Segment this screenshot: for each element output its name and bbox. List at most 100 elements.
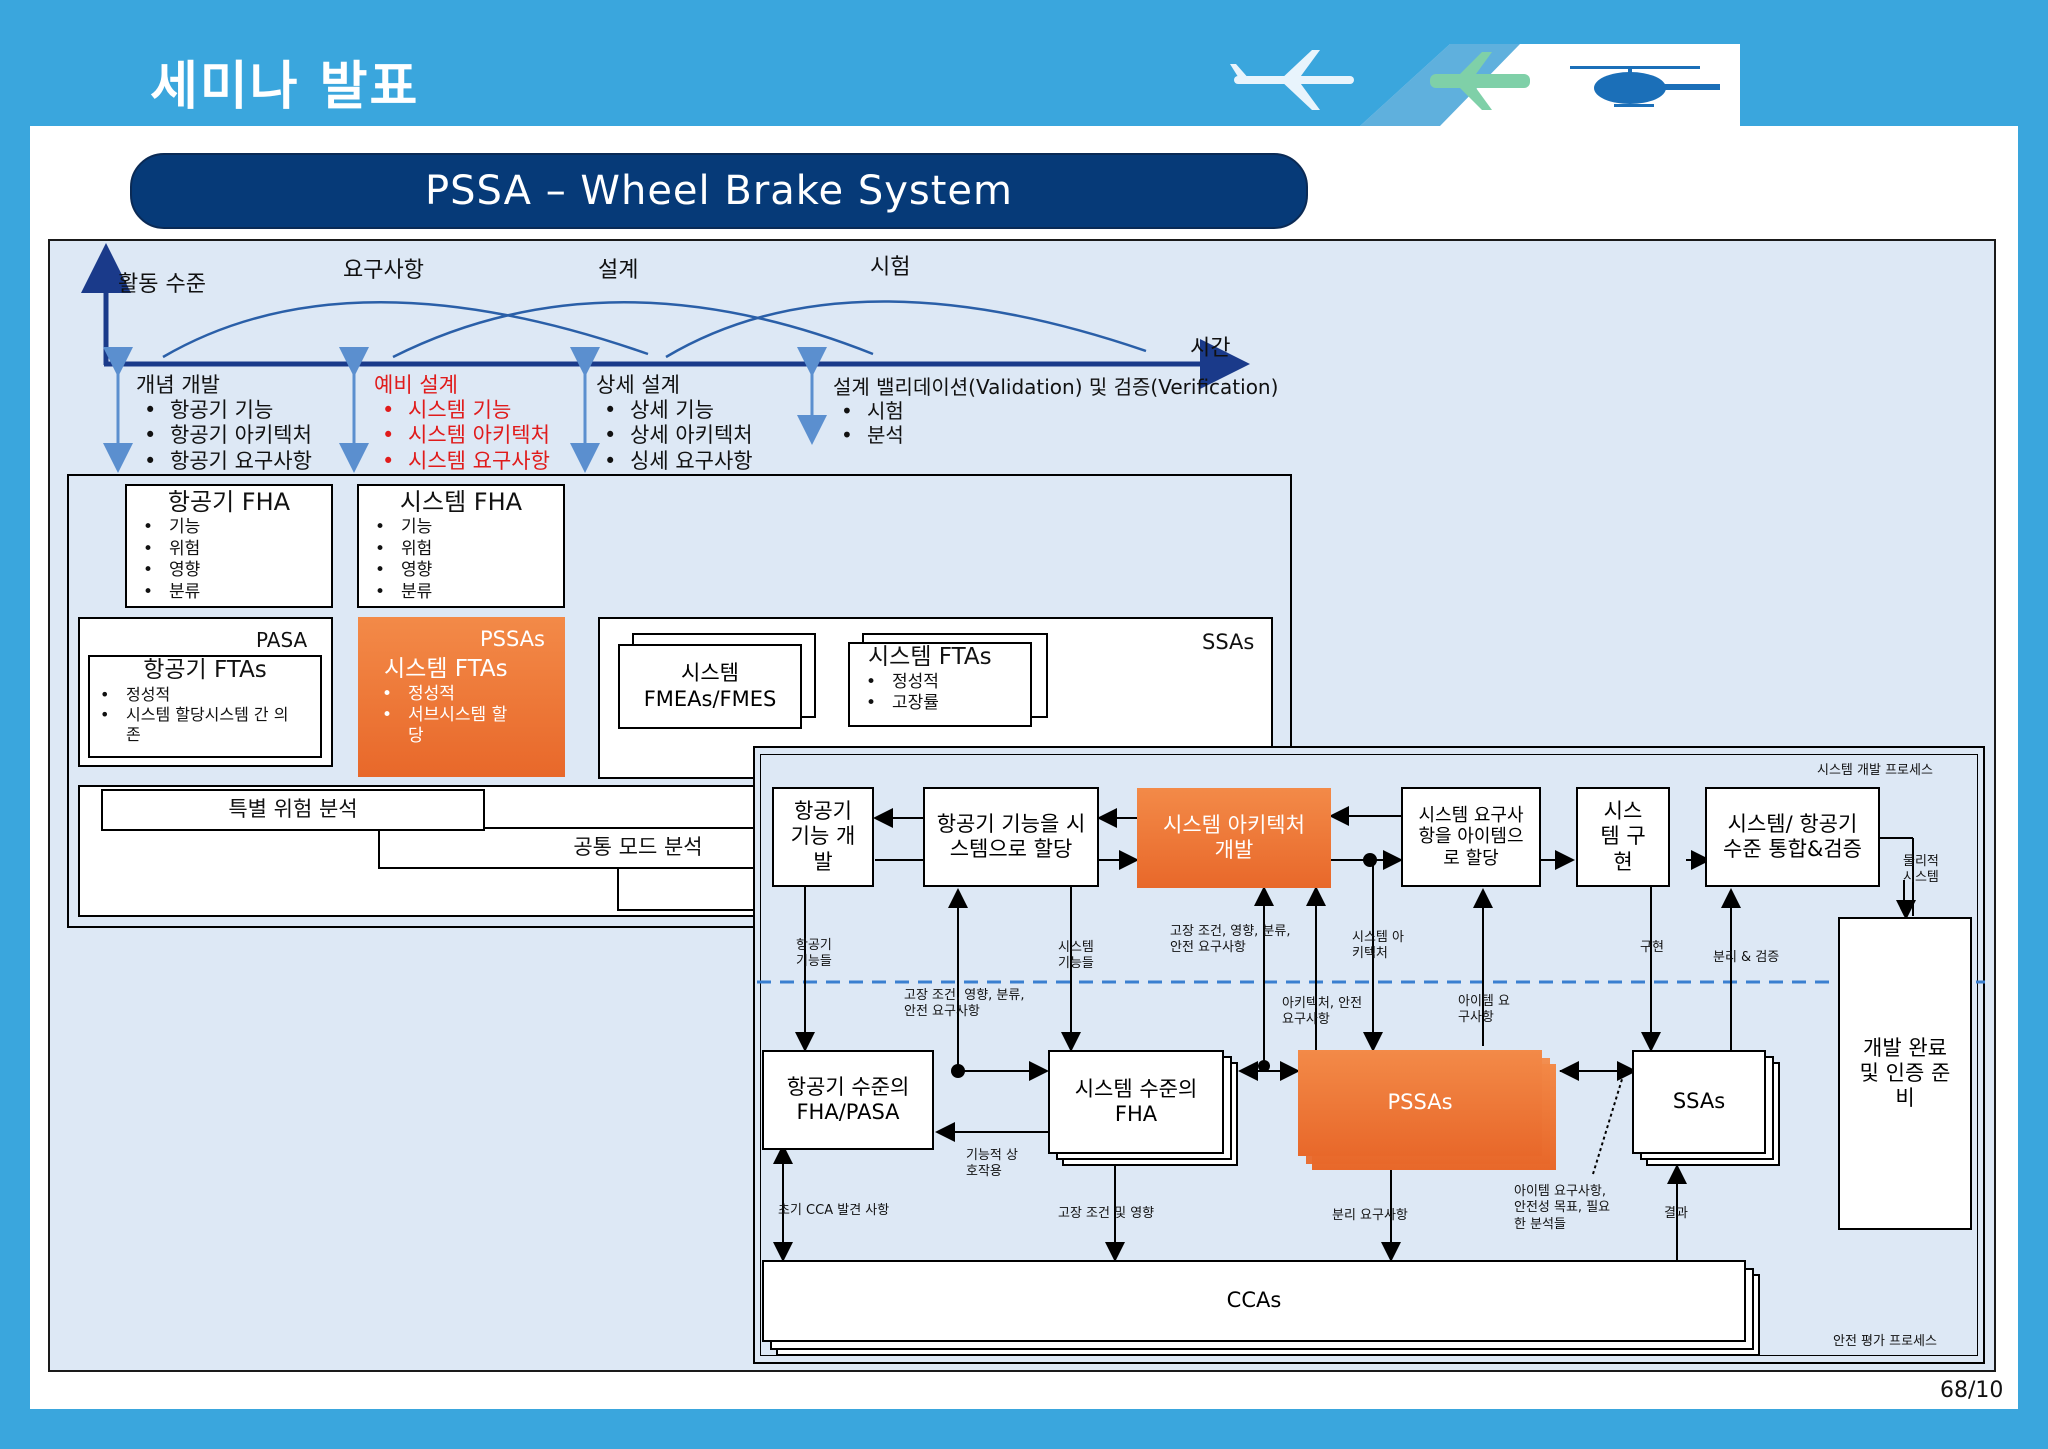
label-failure-effect: 고장 조건 및 영향	[1058, 1206, 1155, 1221]
aircraft-fha-box: 항공기 FHA 기능 위험 영향 분류	[125, 484, 333, 608]
requirements-curve-label: 요구사항	[343, 258, 424, 283]
label-separation-verification: 분리 & 검증	[1713, 950, 1780, 965]
pssas-box: PSSAs 시스템 FTAs 정성적 서브시스템 할당	[358, 617, 565, 777]
pssas-label: PSSAs	[479, 627, 545, 651]
phase-title: 개념 개발	[136, 373, 220, 397]
aircraft-fha-pasa-box: 항공기 수준의 FHA/PASA	[762, 1050, 934, 1150]
design-curve-label: 설계	[598, 258, 639, 283]
fha-item: 위험	[367, 539, 563, 561]
y-axis-label: 활동 수준	[118, 272, 206, 297]
page-number: 68/10	[1940, 1378, 2004, 1403]
special-hazard-box: 특별 위험 분석	[101, 789, 485, 831]
junction-dot	[1363, 853, 1377, 867]
test-curve	[665, 300, 1147, 359]
fha-item: 분류	[135, 582, 331, 604]
phase-item: 시스템 아키텍처	[374, 423, 550, 448]
transport-plane-icon	[1430, 52, 1530, 110]
label-aircraft-functions: 항공기 기능들	[796, 938, 832, 970]
x-axis-label: 시간	[1190, 336, 1231, 361]
aircraft-function-box: 항공기 기능 개발	[772, 787, 874, 887]
phase-item: 상세 기능	[596, 398, 753, 423]
box-title: 시스템 FTAs	[868, 644, 992, 670]
junction-dot	[951, 1064, 965, 1078]
box-title: 항공기 FHA	[167, 488, 291, 516]
ssas-fta-box: 시스템 FTAs 정성적 고장률	[848, 642, 1032, 727]
phase-item: 시험	[833, 399, 1278, 423]
fta-item: 정성적	[858, 672, 1030, 694]
label-item-requirements: 아이템 요구사항	[1458, 994, 1510, 1026]
phase-title: 상세 설계	[596, 373, 680, 397]
phase-item: 항공기 아키텍처	[136, 423, 312, 448]
right-border	[2018, 126, 2048, 1449]
special-hazard-label: 특별 위험 분석	[228, 797, 358, 822]
phase-item: 항공기 기능	[136, 398, 312, 423]
phase-title: 예비 설계	[374, 373, 458, 397]
system-fha-box: 시스템 FHA 기능 위험 영향 분류	[357, 484, 565, 608]
phase-item: 싱세 요구사항	[596, 449, 753, 474]
label-item-safety: 아이템 요구사항, 안전성 목표, 필요한 분석들	[1514, 1184, 1611, 1232]
physical-system-arrow	[1900, 880, 1908, 916]
system-implementation-box: 시스템 구현	[1576, 787, 1670, 887]
label-failure-conditions-top: 고장 조건, 영향, 분류, 안전 요구사항	[1170, 924, 1291, 956]
process-flow-connectors	[757, 806, 1985, 1262]
fha-item: 기능	[367, 517, 563, 539]
label-failure-conditions-bottom: 고장 조건, 영향, 분류, 안전 요구사항	[904, 988, 1025, 1020]
top-banner	[0, 0, 2048, 14]
airplane-icon	[1230, 50, 1354, 110]
fha-item: 분류	[367, 582, 563, 604]
activity-timeline-chart	[81, 243, 1250, 473]
phase-detailed: 상세 설계 상세 기능 상세 아키텍처 싱세 요구사항	[596, 373, 753, 474]
ccas-box: CCAs	[762, 1260, 1746, 1342]
aircraft-fta-box: 항공기 FTAs 정성적 시스템 할당시스템 간 의존	[88, 655, 322, 758]
label-initial-cca: 초기 CCA 발견 사항	[778, 1203, 890, 1218]
label-functional-interaction: 기능적 상호작용	[966, 1148, 1018, 1180]
test-curve-label: 시험	[870, 255, 911, 280]
phase-item: 시스템 기능	[374, 398, 550, 423]
system-fha-box: 시스템 수준의 FHA	[1048, 1050, 1224, 1154]
ssas-process-box: SSAs	[1632, 1050, 1766, 1154]
pasa-label: PASA	[256, 628, 308, 652]
fta-item: 고장률	[858, 693, 1030, 715]
label-system-architecture: 시스템 아키텍처	[1352, 930, 1404, 962]
design-curve	[392, 301, 874, 359]
box-title: 항공기 FTAs	[143, 657, 267, 683]
requirements-curve	[162, 301, 649, 359]
label-system-functions: 시스템 기능들	[1058, 940, 1094, 972]
fha-item: 영향	[367, 560, 563, 582]
left-border	[0, 126, 30, 1449]
junction-dot	[1258, 1060, 1270, 1072]
phase-preliminary: 예비 설계 시스템 기능 시스템 아키텍처 시스템 요구사항	[374, 373, 550, 474]
label-implementation: 구현	[1640, 940, 1664, 955]
label-physical-system: 물리적 시스템	[1903, 854, 1939, 886]
box-title: 시스템 FTAs	[384, 656, 508, 683]
pssas-process-box: PSSAs	[1298, 1050, 1542, 1156]
system-architecture-box: 시스템 아키텍처 개발	[1137, 788, 1331, 888]
bottom-border	[0, 1409, 2048, 1449]
fta-item: 정성적	[92, 685, 320, 705]
function-allocation-box: 항공기 기능을 시스템으로 할당	[923, 787, 1099, 887]
label-result: 결과	[1664, 1206, 1688, 1221]
fha-item: 영향	[135, 560, 331, 582]
fta-item: 정성적	[374, 684, 565, 706]
box-title: 시스템 FHA	[399, 488, 523, 516]
fta-item: 서브시스템 할당	[374, 705, 518, 748]
certification-box: 개발 완료 및 인증 준비	[1838, 917, 1972, 1230]
phase-item: 분석	[833, 423, 1278, 447]
helicopter-icon	[1570, 66, 1720, 107]
subtitle-banner: PSSA – Wheel Brake System	[130, 153, 1308, 229]
phase-concept: 개념 개발 항공기 기능 항공기 아키텍처 항공기 요구사항	[136, 373, 312, 474]
label-arch-safety: 아키텍처, 안전 요구사항	[1282, 996, 1363, 1028]
integration-box: 시스템/ 항공기 수준 통합&검증	[1705, 787, 1880, 887]
fmea-box: 시스템 FMEAs/FMES	[618, 644, 802, 729]
fha-item: 기능	[135, 517, 331, 539]
safety-process-label: 안전 평가 프로세스	[1833, 1334, 1937, 1349]
phase-item: 상세 아키텍처	[596, 423, 753, 448]
requirement-allocation-box: 시스템 요구사항을 아이템으로 할당	[1401, 787, 1541, 887]
aircraft-banner-graphic	[1230, 44, 1740, 126]
fha-item: 위험	[135, 539, 331, 561]
ssas-label: SSAs	[1202, 630, 1255, 654]
phase-item: 시스템 요구사항	[374, 449, 550, 474]
dev-process-label: 시스템 개발 프로세스	[1817, 763, 1933, 778]
fta-item: 시스템 할당시스템 간 의존	[92, 705, 296, 745]
phase-item: 항공기 요구사항	[136, 449, 312, 474]
